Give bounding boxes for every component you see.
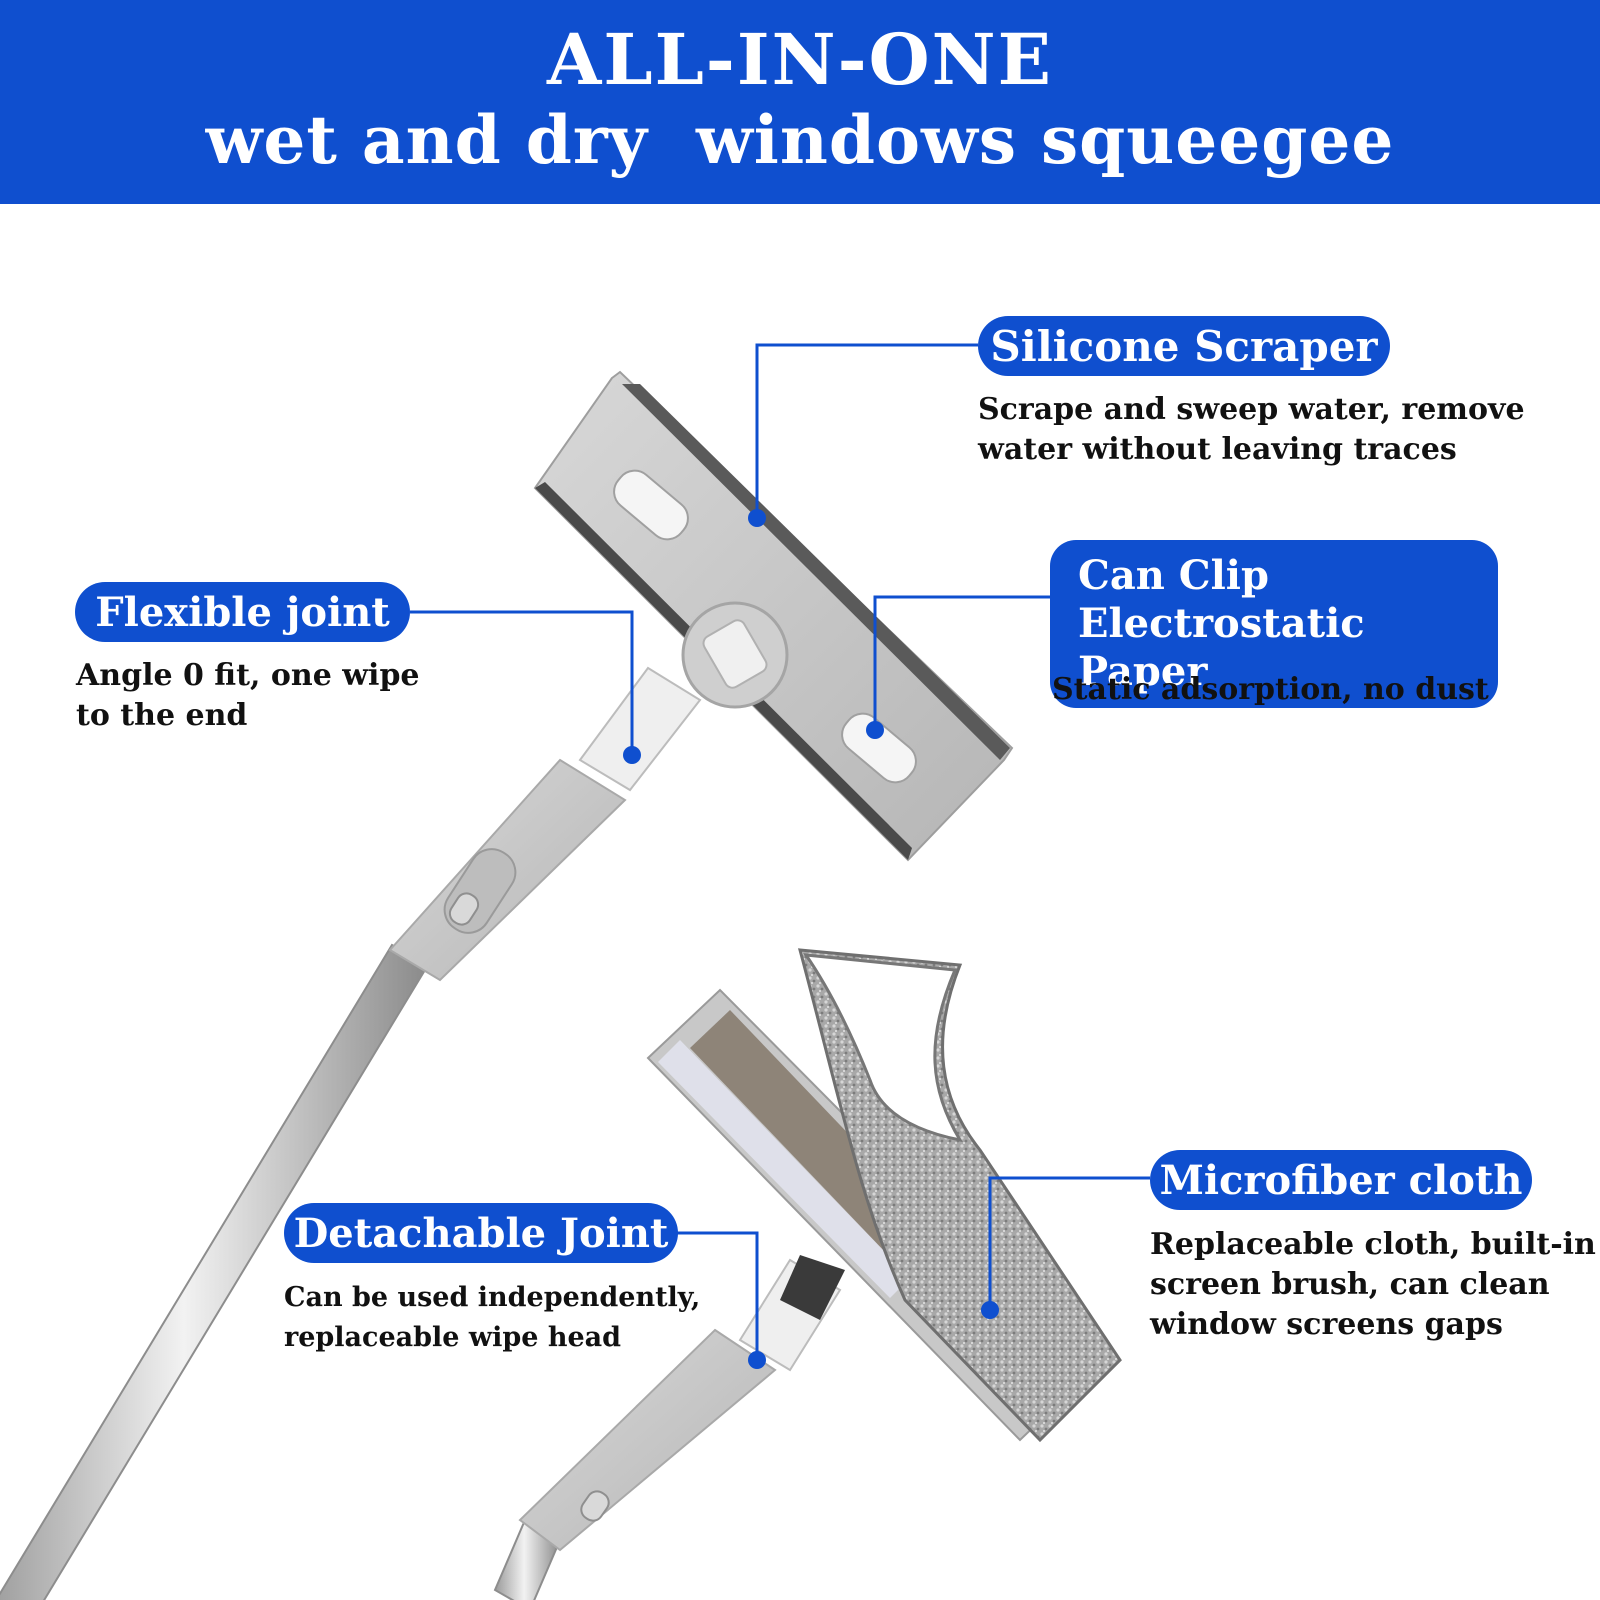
flexible-joint-label: Flexible joint [75, 582, 410, 642]
header-subtitle: wet and dry windows squeegee [205, 101, 1395, 179]
can-clip-desc-line: Static adsorption, no dust [1052, 672, 1489, 707]
detachable-joint-description: Can be used independently, replaceable w… [284, 1278, 700, 1358]
cloth-white-backing [802, 953, 964, 1143]
silicone-scraper-label: Silicone Scraper [978, 316, 1390, 376]
silicone-scraper-desc-line: Scrape and sweep water, remove [978, 392, 1525, 427]
microfiber-cloth-label: Microfiber cloth [1150, 1150, 1532, 1210]
microfiber-cloth-desc-line: Replaceable cloth, built-in [1150, 1227, 1596, 1262]
can-clip-title-line: Can Clip [1078, 552, 1269, 599]
brush-edge [658, 1040, 910, 1298]
flexible-joint-description: Angle 0 fit, one wipe to the end [76, 656, 420, 736]
microfiber-cloth-desc-line: window screens gaps [1150, 1307, 1503, 1342]
dot-microfiber-cloth [981, 1301, 999, 1319]
can-clip-title-line: Electrostatic Paper [1078, 600, 1365, 695]
paper-clip-lower [841, 712, 917, 784]
lower-joint-connector [780, 1255, 845, 1320]
line-microfiber-cloth [988, 1176, 1150, 1310]
upper-squeegee-head [533, 370, 1014, 862]
paper-clip-upper [613, 469, 689, 541]
line-flexible-joint [410, 610, 634, 755]
silicone-scraper-strip [622, 384, 1010, 760]
lower-handle-grip [518, 1328, 777, 1552]
microfiber-cloth-desc-line: screen brush, can clean [1150, 1267, 1550, 1302]
line-detachable-joint [675, 1231, 759, 1360]
dot-can-clip [866, 721, 884, 739]
dot-detachable-joint [748, 1351, 766, 1369]
can-clip-description: Static adsorption, no dust [1052, 670, 1489, 710]
lower-lock-icon [580, 1490, 610, 1522]
upper-steel-pole [0, 943, 430, 1600]
microfiber-cloth-description: Replaceable cloth, built-in screen brush… [1150, 1225, 1596, 1345]
dot-silicone-scraper [748, 509, 766, 527]
pivot-clip [702, 619, 768, 689]
upper-squeegee [0, 370, 1014, 1600]
callout-dots [623, 509, 999, 1369]
can-clip-label: Can Clip Electrostatic Paper [1050, 540, 1498, 708]
header-title: ALL-IN-ONE [547, 18, 1053, 101]
callout-lines [410, 343, 1150, 1360]
dot-flexible-joint [623, 746, 641, 764]
lower-squeegee [493, 948, 1122, 1600]
detachable-joint-label: Detachable Joint [284, 1203, 678, 1263]
detachable-joint-desc-line: replaceable wipe head [284, 1322, 621, 1353]
silicone-scraper-description: Scrape and sweep water, remove water wit… [978, 390, 1525, 470]
flexible-joint-desc-line: to the end [76, 698, 248, 733]
line-silicone-scraper [755, 343, 978, 518]
header-banner: ALL-IN-ONE wet and dry windows squeegee [0, 0, 1600, 204]
upper-white-joint [578, 666, 702, 792]
upper-lock-icon [448, 892, 480, 926]
flexible-joint-desc-line: Angle 0 fit, one wipe [76, 658, 420, 693]
detachable-joint-desc-line: Can be used independently, [284, 1282, 701, 1313]
silicone-scraper-desc-line: water without leaving traces [978, 432, 1457, 467]
line-can-clip [873, 595, 1050, 730]
